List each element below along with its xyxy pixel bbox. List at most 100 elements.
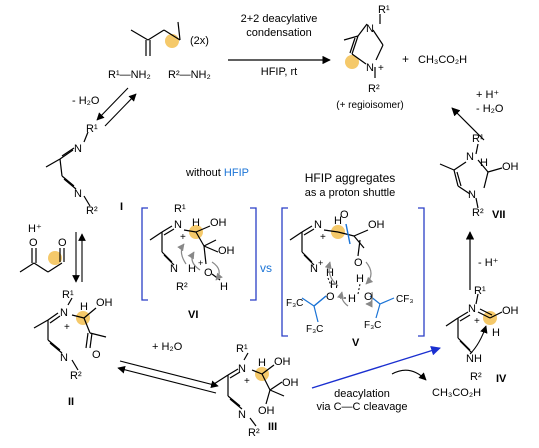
- IV-curved-arrow: [469, 325, 488, 355]
- label-III: III: [268, 421, 277, 433]
- IV-n1: N: [468, 303, 476, 315]
- VI-h3: H: [188, 263, 196, 275]
- acid-water-line2: - H₂O: [476, 103, 504, 115]
- acetic-acid-release-arrow: [391, 369, 427, 381]
- equilibrium-II-III-forward: [119, 360, 219, 389]
- I-r2: R²: [86, 205, 98, 217]
- acetic-acid-product: CH₃CO₂H: [418, 54, 467, 66]
- product-plus-charge: +: [378, 63, 384, 74]
- V-h: H: [334, 215, 342, 227]
- VI-oh1: OH: [210, 217, 227, 229]
- II-oh: OH: [96, 297, 113, 309]
- VII-h: H: [480, 157, 488, 169]
- V-plus2: +: [318, 258, 323, 268]
- label-VI: VI: [188, 309, 198, 321]
- stoich-label: (2x): [190, 35, 209, 47]
- VII-oh: OH: [502, 161, 519, 173]
- V-hfip-h1: H: [330, 279, 338, 291]
- without-label: without HFIP: [185, 167, 249, 179]
- label-VII: VII: [492, 209, 505, 221]
- VI-plus2: +: [198, 258, 203, 268]
- plus-sign: +: [402, 52, 409, 66]
- water-loss-left: - H₂O: [72, 95, 100, 107]
- acetic-acid-release: CH₃CO₂H: [432, 387, 481, 399]
- III-r2: R²: [248, 427, 260, 439]
- bracket-VI: [141, 207, 257, 301]
- product-n1: N: [366, 23, 374, 35]
- IV-nh: NH: [466, 353, 482, 365]
- V-curved-arrow-3: [365, 291, 373, 308]
- hfip-molecules: [301, 295, 395, 323]
- iminium-IV: [445, 293, 503, 354]
- water-add-label: + H₂O: [152, 341, 183, 353]
- II-r2: R²: [70, 370, 82, 382]
- label-V: V: [352, 337, 360, 349]
- VI-curved-arrow-1: [177, 243, 187, 265]
- III-oh2: OH: [282, 377, 299, 389]
- II-plus: +: [64, 322, 70, 333]
- aggregates-line1: HFIP aggregates: [305, 171, 396, 185]
- V-curved-arrow-2: [336, 291, 349, 307]
- acid-water-line1: + H⁺: [476, 89, 499, 101]
- mg-left-o1: O: [29, 237, 38, 249]
- product-r1: R¹: [378, 4, 390, 16]
- III-oh3: OH: [258, 405, 275, 417]
- VI-oh2: OH: [218, 245, 235, 257]
- VI-o: O: [204, 267, 213, 279]
- IV-h: H: [492, 327, 500, 339]
- label-IV: IV: [496, 373, 507, 385]
- III-r1: R¹: [236, 343, 248, 355]
- regioisomer-note: (+ regioisomer): [336, 100, 404, 111]
- VI-curved-arrow-2: [187, 251, 201, 271]
- VII-r1: R¹: [472, 133, 484, 145]
- amine2-label: R²—NH₂: [168, 69, 211, 81]
- V-hfip-o2: O: [364, 291, 373, 303]
- equilibrium-II-III-back: [117, 365, 217, 394]
- II-o: O: [92, 349, 101, 361]
- iminium-II: [33, 297, 107, 371]
- acid-label-left: H⁺: [28, 223, 42, 235]
- IV-r1: R¹: [474, 285, 486, 297]
- IV-r2: R²: [470, 371, 482, 383]
- equilibrium-arrow-top-back: [104, 93, 137, 127]
- transition-state-V: [289, 225, 369, 266]
- V-n1: N: [314, 219, 322, 231]
- product-n3: N: [366, 62, 374, 74]
- V-oh: OH: [368, 219, 385, 231]
- aminal-VII: [439, 143, 503, 209]
- II-n1: N: [60, 307, 68, 319]
- label-II: II: [68, 396, 74, 408]
- VI-curved-arrow-3: [211, 261, 223, 281]
- I-n1: N: [74, 143, 82, 155]
- V-o1: O: [340, 209, 349, 221]
- V-cf3-4: F₃C: [364, 320, 381, 331]
- V-hfip-o1: O: [326, 291, 335, 303]
- product-r2: R²: [368, 83, 380, 95]
- VII-n2: N: [468, 189, 476, 201]
- V-o2: O: [354, 257, 363, 269]
- condition-line1: 2+2 deacylative: [241, 13, 318, 25]
- V-hfip-h2: H: [348, 293, 356, 305]
- IV-plus: +: [474, 316, 480, 327]
- IV-oh: OH: [502, 305, 519, 317]
- vs-label: vs: [260, 261, 272, 275]
- V-n2: N: [310, 263, 318, 275]
- III-oh1: OH: [274, 356, 291, 368]
- II-n2: N: [60, 352, 68, 364]
- methylglyoxal-left: [19, 248, 65, 273]
- V-curved-arrow-4: [365, 261, 374, 285]
- VII-r2: R²: [472, 207, 484, 219]
- III-plus: +: [244, 376, 250, 387]
- III-n1: N: [238, 363, 246, 375]
- VI-n2: N: [170, 263, 178, 275]
- V-cf3-2: F₃C: [306, 324, 323, 335]
- V-cleavage-mark: [345, 223, 351, 245]
- II-h: H: [80, 301, 88, 313]
- VII-n1: N: [466, 151, 474, 163]
- bracket-V: [281, 207, 425, 337]
- condition-line2: condensation: [246, 27, 311, 39]
- VI-n1: N: [174, 219, 182, 231]
- V-plus: +: [320, 232, 326, 243]
- transition-state-VI: [149, 225, 221, 281]
